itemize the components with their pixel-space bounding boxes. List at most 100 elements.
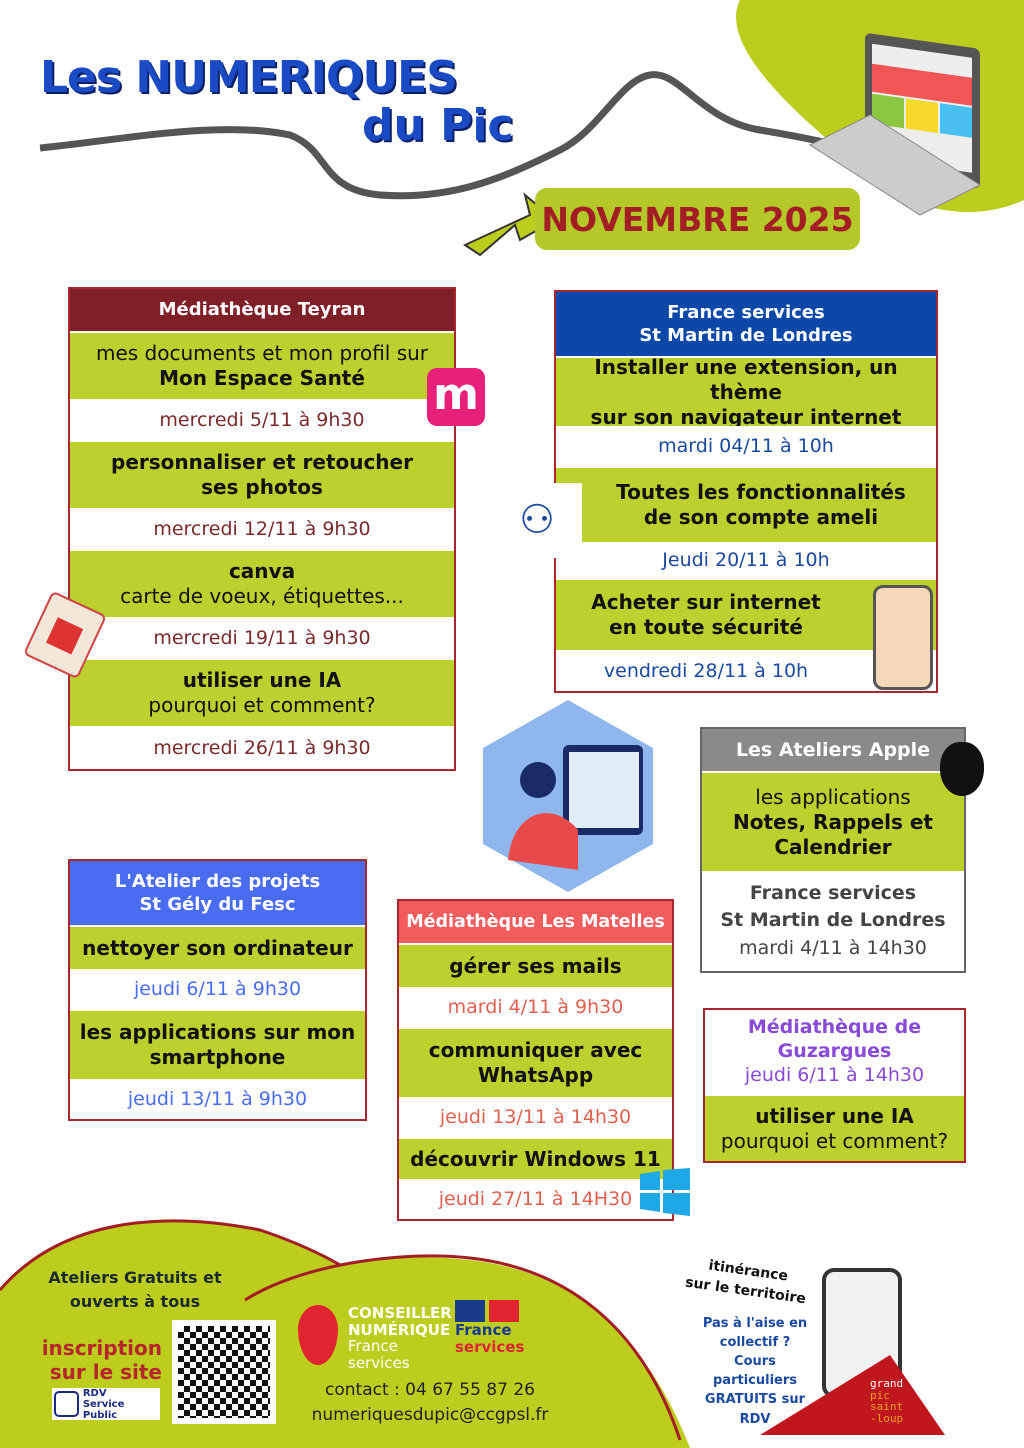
teyran-schedule: Médiathèque Teyran mes documents et mon …	[68, 287, 456, 771]
month-badge: NOVEMBRE 2025	[535, 188, 860, 250]
qr-code[interactable]	[172, 1320, 276, 1424]
topic-line: mes documents et mon profil sur	[95, 341, 429, 365]
rdv-label: Service Public	[82, 1398, 125, 1421]
note-line: particuliers	[713, 1373, 797, 1389]
windows-logo-icon	[640, 1168, 690, 1216]
session-date: mardi 04/11 à 10h	[556, 426, 936, 466]
header-line: L'Atelier des projets	[114, 870, 321, 892]
topic-title: Calendrier	[774, 834, 892, 859]
topic-title: personnaliser et retoucher	[111, 450, 413, 474]
logo-line: saint	[870, 1400, 904, 1414]
header-line: France services	[667, 301, 825, 323]
contact-info: contact : 04 67 55 87 26 numeriquesdupic@…	[290, 1378, 570, 1427]
header-line: St Gély du Fesc	[139, 894, 296, 915]
topic-title: Mon Espace Santé	[159, 366, 365, 390]
header-line: Guzargues	[777, 1040, 892, 1063]
session-topic: découvrir Windows 11	[399, 1137, 672, 1179]
conseiller-numerique-pin-icon	[298, 1305, 338, 1365]
session-date: mercredi 12/11 à 9h30	[70, 508, 454, 549]
calendar-icon	[54, 1391, 79, 1417]
grand-pic-saint-loup-logo	[760, 1355, 945, 1435]
topic-title: utiliser une IA	[755, 1103, 914, 1128]
note-line: Pas à l'aise en	[702, 1316, 808, 1331]
session-date: Jeudi 20/11 à 10h	[556, 542, 936, 578]
topic-title: de son compte ameli	[643, 505, 879, 529]
matelles-schedule: Médiathèque Les Matelles gérer ses mails…	[397, 899, 674, 1221]
topic-title: Installer une extension, un thème	[594, 354, 898, 404]
logo-line: France	[455, 1321, 512, 1339]
note-line: RDV	[739, 1411, 771, 1427]
page-subtitle: du Pic	[362, 100, 514, 151]
link-line: sur le site	[49, 1360, 162, 1384]
topic-title: utiliser une IA	[182, 668, 342, 692]
online-shopping-illustration	[873, 585, 933, 690]
note-line: GRATUITS sur	[704, 1392, 806, 1408]
topic-title: Toutes les fonctionnalités	[616, 480, 906, 504]
phone-number[interactable]: contact : 04 67 55 87 26	[325, 1380, 535, 1400]
teyran-header: Médiathèque Teyran	[70, 289, 454, 331]
session-date: jeudi 27/11 à 14H30	[399, 1179, 672, 1219]
topic-title: canva	[228, 559, 296, 583]
topic-title: nettoyer son ordinateur	[82, 935, 353, 960]
session-date: mercredi 5/11 à 9h30	[70, 399, 454, 440]
topic-title: Notes, Rappels et	[732, 809, 933, 834]
header-line: St Martin de Londres	[639, 325, 853, 346]
topic-title: les applications sur mon	[79, 1020, 356, 1044]
session-date: jeudi 13/11 à 14h30	[399, 1097, 672, 1137]
logo-line: services	[348, 1353, 410, 1372]
logo-line: NUMÉRIQUE	[348, 1320, 451, 1339]
topic-title: découvrir Windows 11	[410, 1146, 661, 1171]
session-date: mercredi 19/11 à 9h30	[70, 617, 454, 658]
logo-line: pic	[870, 1388, 890, 1402]
place-line: France services	[749, 881, 917, 904]
rdv-label: RDV	[82, 1387, 107, 1399]
session-date: jeudi 6/11 à 14h30	[744, 1063, 925, 1086]
topic-title: WhatsApp	[477, 1063, 594, 1087]
topic-title: Acheter sur internet	[591, 590, 821, 614]
note-line: Cours	[734, 1354, 776, 1370]
matelles-header: Médiathèque Les Matelles	[399, 901, 672, 943]
link-line: inscription	[41, 1336, 162, 1360]
topic-line: pourquoi et comment?	[148, 693, 376, 717]
apple-header: Les Ateliers Apple	[702, 729, 964, 771]
logo-line: grand	[870, 1377, 904, 1390]
header-line: Médiathèque de	[747, 1016, 922, 1039]
session-date: vendredi 28/11 à 10h	[556, 650, 936, 691]
private-lessons-note: Pas à l'aise en collectif ? Cours particuli…	[700, 1314, 810, 1429]
topic-line: les applications	[755, 784, 911, 809]
note-line: Ateliers Gratuits et	[48, 1268, 222, 1287]
session-date: mardi 4/11 à 14h30	[739, 936, 927, 959]
topic-title: ses photos	[201, 475, 323, 499]
logo-line: -loup	[870, 1411, 904, 1425]
topic-title: communiquer avec	[428, 1038, 643, 1062]
mon-espace-sante-icon: m	[427, 368, 485, 426]
topic-line: pourquoi et comment?	[720, 1128, 949, 1153]
page-title: Les NUMERIQUES	[40, 52, 458, 103]
session-topic: gérer ses mails	[399, 943, 672, 987]
session-topic: nettoyer son ordinateur	[70, 925, 365, 969]
topic-title: gérer ses mails	[449, 953, 622, 978]
email-link[interactable]: numeriquesdupic@ccgpsl.fr	[311, 1404, 549, 1425]
logo-line: services	[455, 1337, 525, 1356]
note-line: collectif ?	[719, 1335, 791, 1351]
